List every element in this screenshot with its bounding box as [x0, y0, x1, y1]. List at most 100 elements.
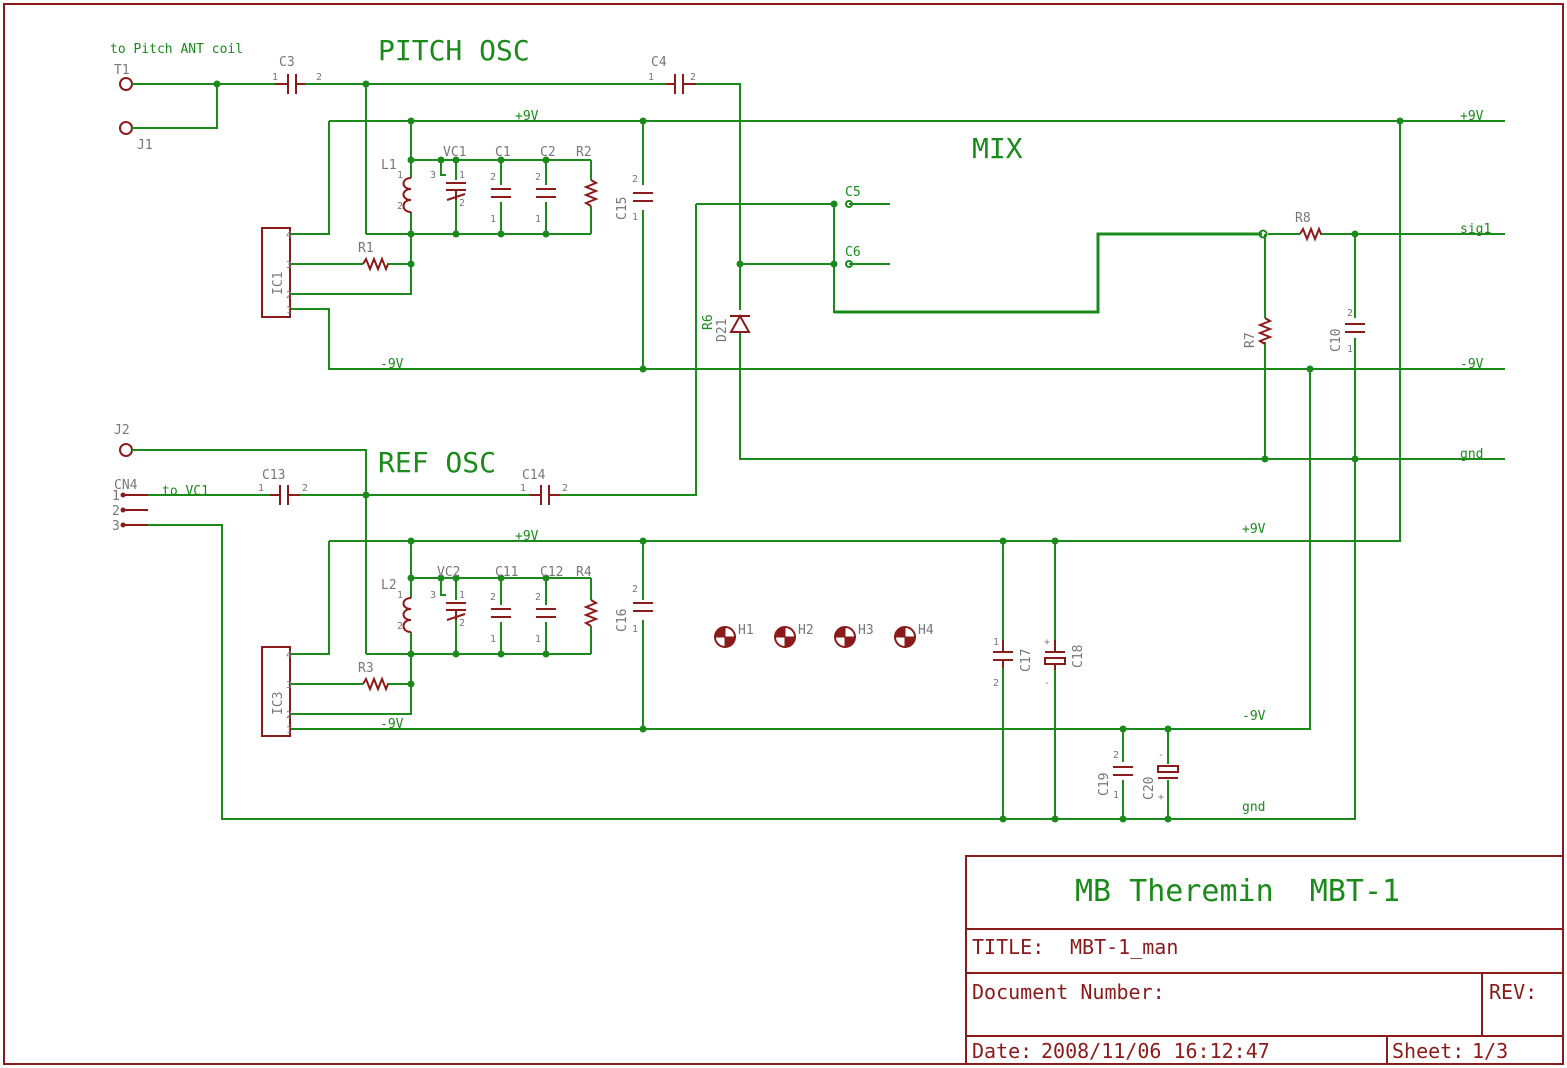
svg-text:CN4: CN4	[114, 478, 138, 493]
c5-pad: C5	[845, 185, 861, 208]
svg-text:C18: C18	[1071, 645, 1086, 668]
j1-terminal	[119, 121, 133, 135]
ref-plus9v-right-label: +9V	[1242, 522, 1266, 537]
ref-minus9v-right-label: -9V	[1242, 709, 1266, 724]
svg-text:H3: H3	[858, 623, 874, 638]
svg-text:R7: R7	[1243, 332, 1258, 348]
title-block-title-value: MBT-1_man	[1070, 935, 1178, 959]
c19-capacitor: C19 21	[1097, 750, 1133, 801]
svg-text:2: 2	[632, 584, 638, 595]
svg-text:1: 1	[112, 489, 120, 504]
pitch-plus9v-label: +9V	[515, 109, 539, 124]
svg-text:2: 2	[286, 290, 292, 301]
svg-text:IC1: IC1	[271, 272, 286, 295]
svg-text:2: 2	[993, 678, 999, 689]
svg-text:2: 2	[397, 201, 403, 212]
ref-rails	[290, 367, 1400, 819]
svg-text:VC2: VC2	[437, 565, 460, 580]
svg-text:2: 2	[1347, 308, 1353, 319]
title-block-sheet-value: 1/3	[1472, 1039, 1508, 1063]
svg-text:3: 3	[286, 260, 292, 271]
l2-inductor: L2 12	[381, 578, 412, 633]
svg-text:1: 1	[258, 483, 264, 494]
svg-text:1: 1	[535, 214, 541, 225]
svg-text:L2: L2	[381, 578, 397, 593]
h3-mount-hole: H3	[834, 623, 874, 648]
c6-pad: C6	[845, 245, 861, 268]
ref-plus9v-label: +9V	[515, 529, 539, 544]
l1-inductor: L1 12	[381, 158, 412, 213]
svg-text:C10: C10	[1329, 329, 1344, 352]
svg-text:-: -	[1158, 750, 1164, 761]
svg-text:C16: C16	[615, 609, 630, 632]
svg-text:-: -	[1044, 678, 1050, 689]
r4-resistor: R4	[576, 565, 599, 627]
svg-text:1: 1	[490, 634, 496, 645]
r7-resistor: R7	[1243, 317, 1273, 348]
j1-label: J1	[137, 138, 153, 153]
svg-text:C1: C1	[495, 145, 511, 160]
title-block	[965, 855, 1564, 1065]
svg-text:2: 2	[562, 483, 568, 494]
svg-text:H1: H1	[738, 623, 754, 638]
svg-text:C19: C19	[1097, 773, 1112, 796]
r7-node	[1258, 229, 1268, 239]
h4-mount-hole: H4	[894, 623, 934, 648]
title-block-date-label: Date:	[972, 1039, 1032, 1063]
svg-text:1: 1	[535, 634, 541, 645]
j2-terminal	[119, 443, 133, 457]
svg-text:2: 2	[490, 592, 496, 603]
svg-text:1: 1	[286, 725, 292, 736]
ref-gnd-label: gnd	[1242, 800, 1265, 815]
r1-resistor: R1	[358, 241, 389, 272]
svg-text:C4: C4	[651, 55, 667, 70]
svg-text:C6: C6	[845, 245, 861, 260]
svg-text:R8: R8	[1295, 211, 1311, 226]
svg-text:1: 1	[993, 637, 999, 648]
svg-text:2: 2	[490, 172, 496, 183]
svg-text:1: 1	[459, 170, 465, 181]
svg-text:R2: R2	[576, 145, 592, 160]
svg-text:1: 1	[286, 305, 292, 316]
svg-text:2: 2	[316, 72, 322, 83]
svg-text:1: 1	[397, 170, 403, 181]
svg-text:3: 3	[112, 519, 120, 534]
mix-heading: MIX	[972, 132, 1023, 165]
title-block-rev-label: REV:	[1489, 980, 1537, 1004]
ic1-chip: IC1 43 21	[261, 227, 292, 318]
ref-minus9v-label: -9V	[380, 717, 404, 732]
svg-text:C3: C3	[279, 55, 295, 70]
svg-text:2: 2	[459, 618, 465, 629]
svg-text:C15: C15	[615, 197, 630, 220]
c15-capacitor: C15 21	[615, 174, 653, 223]
svg-text:1: 1	[1113, 790, 1119, 801]
c2-capacitor: C2 21	[535, 145, 556, 225]
pitch-input-wires	[132, 83, 1505, 460]
c16-capacitor: C16 21	[615, 584, 653, 635]
svg-text:H4: H4	[918, 623, 934, 638]
svg-text:D21: D21	[715, 319, 730, 342]
svg-text:C13: C13	[262, 468, 285, 483]
svg-text:1: 1	[520, 483, 526, 494]
svg-text:1: 1	[1347, 344, 1353, 355]
t1-terminal	[119, 77, 133, 91]
c3-capacitor: C3 1 2	[272, 55, 322, 94]
ref-input-wires	[132, 204, 1356, 820]
d21-diode: R6 D21	[701, 313, 751, 342]
svg-text:3: 3	[286, 680, 292, 691]
svg-text:1: 1	[459, 590, 465, 601]
pitch-osc-heading: PITCH OSC	[378, 34, 530, 67]
svg-text:C14: C14	[522, 468, 546, 483]
cn4-connector: CN4 123	[112, 478, 148, 534]
h2-mount-hole: H2	[774, 623, 814, 648]
c17-capacitor: C17 12	[993, 637, 1034, 689]
svg-text:IC3: IC3	[271, 692, 286, 715]
c10-capacitor: C10 2 1	[1329, 308, 1365, 355]
c1-capacitor: C1 21	[490, 145, 511, 225]
svg-text:VC1: VC1	[443, 145, 466, 160]
svg-text:1: 1	[272, 72, 278, 83]
pitch-minus9v-label: -9V	[380, 357, 404, 372]
